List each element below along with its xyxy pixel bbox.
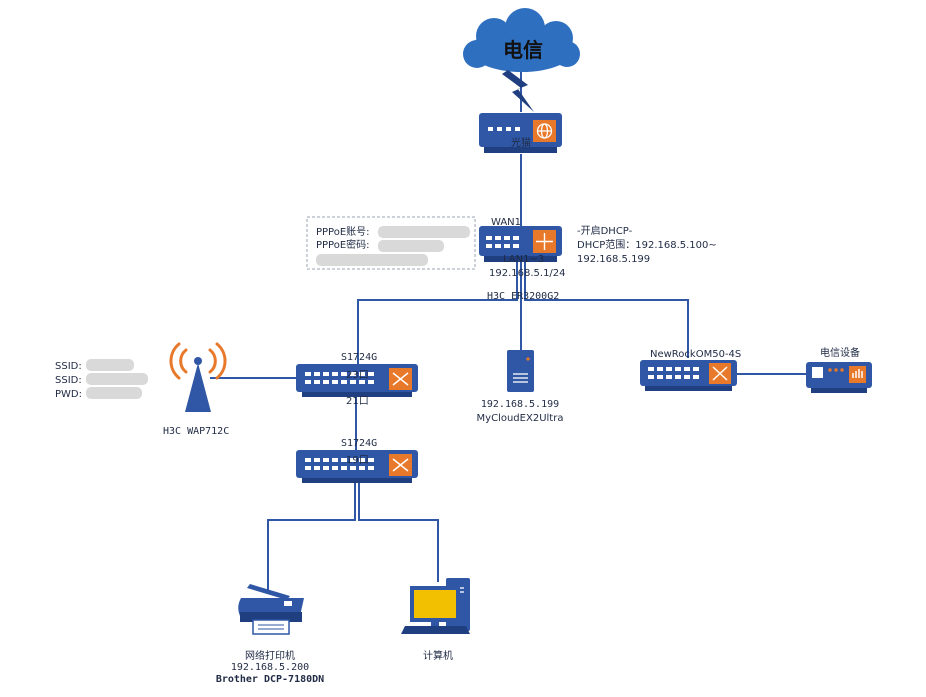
blurred-account [378, 226, 470, 238]
dhcp-note: -开启DHCP- DHCP范围：192.168.5.100~ 192.168.5… [577, 224, 717, 265]
printer-device: 网络打印机 192.168.5.200 Brother DCP-7180DN [216, 584, 324, 685]
telecom-label: 电信设备 [820, 346, 860, 359]
router-ip: 192.168.5.1/24 [489, 268, 566, 279]
monitor-screen [414, 590, 456, 618]
dhcp-line-2: DHCP范围：192.168.5.100~ [577, 238, 717, 251]
switch-bottom-model: S1724G [341, 438, 377, 449]
printer-name: 网络打印机 [245, 649, 295, 662]
voip-model: NewRockOM50-4S [650, 349, 741, 360]
telecom-equipment: 电信设备 [806, 346, 872, 393]
modem-label: 光猫 [511, 136, 531, 149]
dhcp-line-1: -开启DHCP- [577, 224, 633, 237]
printer-model: Brother DCP-7180DN [216, 674, 324, 685]
computer-name: 计算机 [423, 649, 453, 662]
cloud-label: 电信 [503, 38, 543, 62]
switch-bottom-port-icons [305, 458, 374, 470]
router-model: H3C ER3200G2 [487, 291, 559, 302]
cloud-icon [463, 8, 580, 72]
pppoe-account-label: PPPoE账号: [316, 226, 370, 238]
blurred-pwd [86, 387, 142, 399]
nas-ip: 192.168.5.199 [481, 399, 559, 410]
link-switch-computer [358, 480, 439, 582]
switch-top-device: S1724G 23口 21口 [296, 352, 418, 407]
telecom-bars-icon [849, 366, 866, 383]
switch-bottom-device: S1724G 19口 [296, 438, 418, 483]
link-router-switch-top [357, 262, 518, 364]
blurred-ssid-2 [86, 373, 148, 385]
ssid-2-label: SSID: [55, 375, 82, 386]
cloud-telecom: 电信 [463, 8, 580, 112]
switch-top-model: S1724G [341, 352, 377, 363]
lightning-icon [502, 70, 534, 112]
router-port-icons [486, 236, 519, 248]
switch-bottom-port-top: 19口 [346, 455, 369, 466]
keyboard-icon [401, 626, 470, 634]
pppoe-password-label: PPPoE密码: [316, 238, 370, 251]
connection-lines [210, 70, 806, 592]
blurred-extra [316, 254, 428, 266]
antenna-signal-icon [169, 342, 227, 380]
blurred-password [378, 240, 444, 252]
link-router-voip [524, 262, 689, 358]
modem-device: 光猫 [479, 113, 562, 153]
modem-led-icons [488, 127, 520, 131]
blurred-ssid-1 [86, 359, 134, 371]
link-switch-printer [267, 480, 356, 592]
wireless-ap-device: H3C WAP712C SSID: SSID: PWD: [55, 342, 229, 437]
printer-panel-icon [284, 601, 292, 606]
pppoe-credentials-box: PPPoE账号: PPPoE密码: [306, 216, 476, 270]
switch-top-port-top: 23口 [346, 370, 369, 381]
nas-device: 192.168.5.199 MyCloudEX2Ultra [477, 350, 564, 424]
computer-device: 计算机 [401, 578, 470, 662]
router-wan-label: WAN1 [491, 217, 521, 228]
switch-top-port-icons [305, 372, 374, 384]
pwd-label: PWD: [55, 389, 82, 400]
nas-model: MyCloudEX2Ultra [477, 413, 564, 424]
switch-top-port-bottom: 21口 [346, 396, 369, 407]
router-device: WAN1 LAN1~3 192.168.5.1/24 H3C ER3200G2 [479, 217, 566, 302]
router-lan-label: LAN1~3 [503, 254, 544, 265]
voip-gateway-device: NewRockOM50-4S [640, 349, 741, 391]
printer-ip: 192.168.5.200 [231, 662, 309, 673]
voip-port-icons [648, 367, 699, 379]
ap-model: H3C WAP712C [163, 426, 229, 437]
ssid-1-label: SSID: [55, 361, 82, 372]
dhcp-line-3: 192.168.5.199 [577, 254, 650, 265]
